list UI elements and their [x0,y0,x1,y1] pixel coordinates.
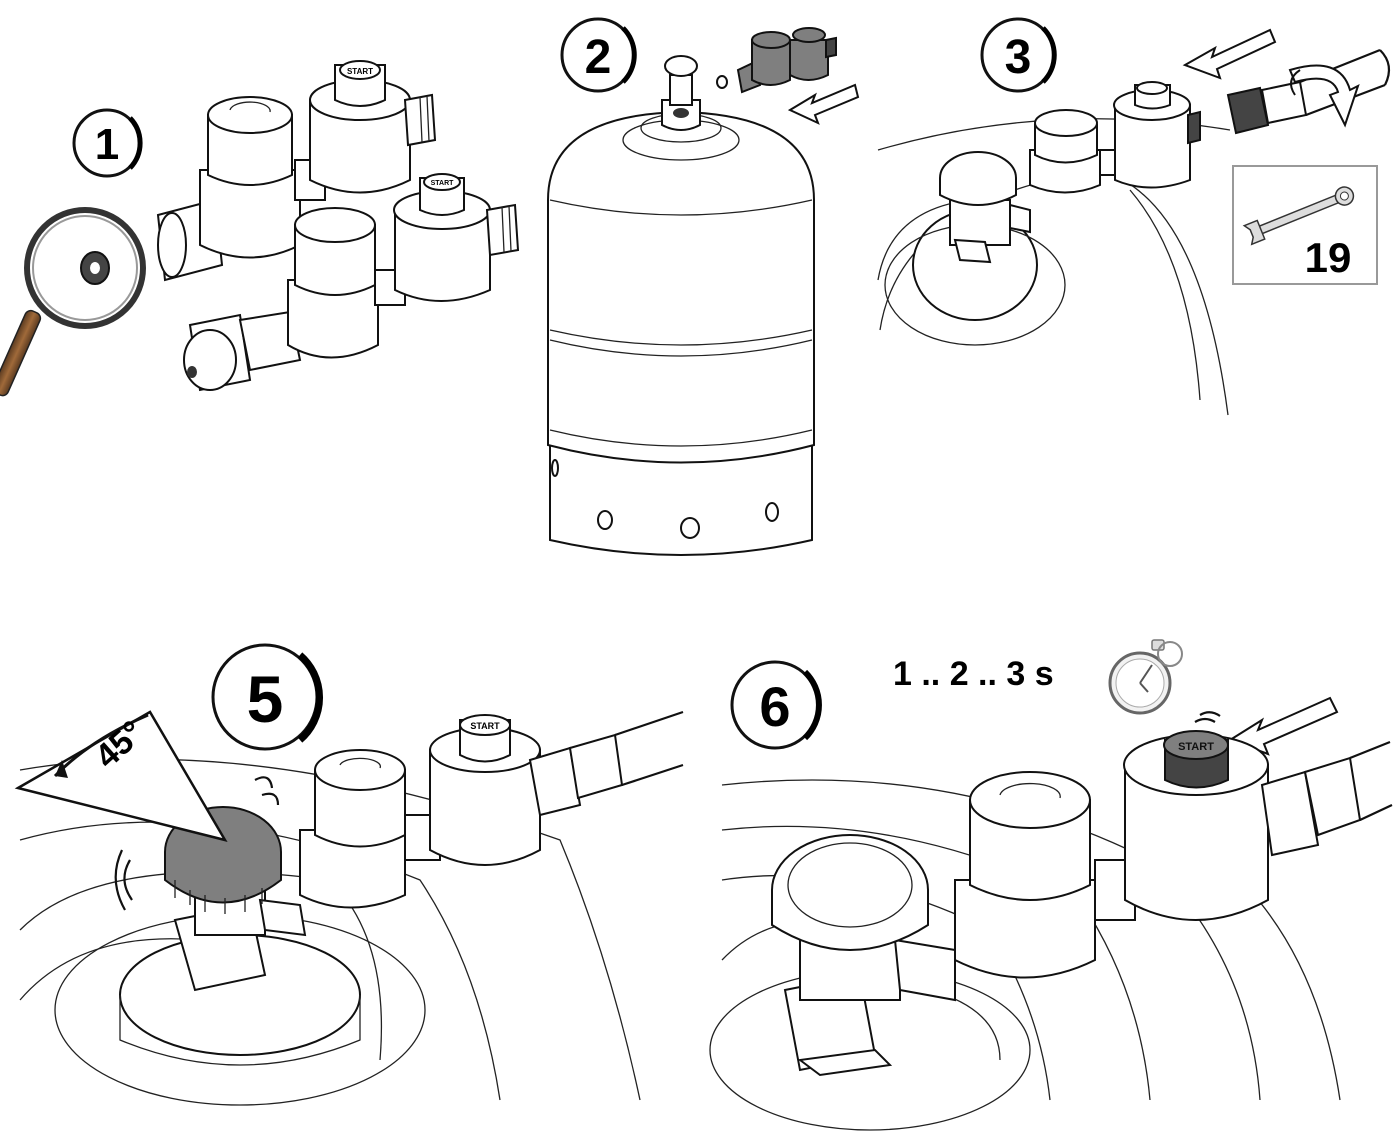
start-label-step5: START [470,721,500,731]
magnifying-glass-icon [0,210,143,397]
regulator-step5: START [300,715,540,908]
step-3-panel: 3 [878,19,1389,415]
start-button-label: START [1178,741,1214,753]
stopwatch-icon [1110,640,1182,713]
insert-arrow-step2 [790,85,858,123]
start-label-a: START [347,67,373,76]
step-1-badge: 1 [74,110,140,176]
step-2-panel: 2 [548,19,858,555]
insert-arrow-step3 [1185,30,1275,78]
wrench-size-box: 19 [1233,166,1377,284]
regulator-step3 [1030,82,1200,193]
step-2-number: 2 [585,31,612,84]
start-label-b: START [431,180,455,187]
timing-text: 1 .. 2 .. 3 s [893,655,1054,693]
step-5-number: 5 [247,662,284,736]
regulator-step6: START [955,712,1268,977]
step-6-number: 6 [759,675,790,738]
wrench-size-label: 19 [1305,234,1352,281]
step-5-badge: 5 [213,645,320,749]
step-1-panel: 1 START [0,61,518,397]
step-5-panel: 5 45° [18,645,683,1105]
step-1-number: 1 [95,120,119,169]
step-2-badge: 2 [562,19,634,91]
valve-handwheel-step6 [772,835,955,1075]
hose-connector-step5 [530,712,683,815]
step-6-panel: 6 1 .. 2 .. 3 s [710,640,1392,1130]
step-6-badge: 6 [732,662,819,748]
step-3-badge: 3 [982,19,1054,91]
hose-connector-step3 [1228,50,1389,133]
regulator-small [717,28,836,92]
step-3-number: 3 [1005,31,1032,84]
washer-icon [717,76,727,88]
gas-cylinder [548,56,814,555]
hose-connector-step6 [1262,742,1392,855]
